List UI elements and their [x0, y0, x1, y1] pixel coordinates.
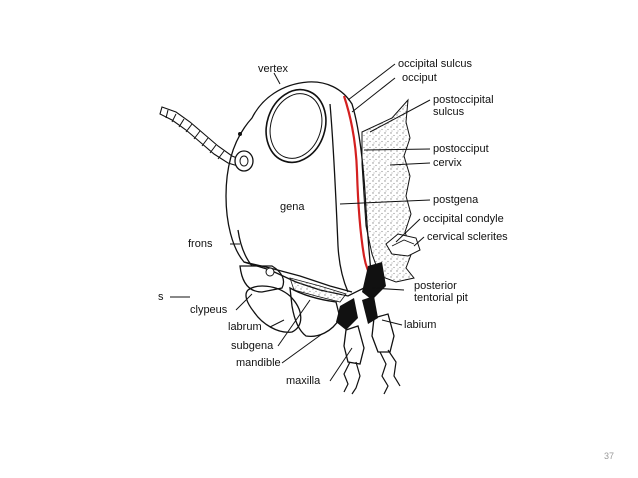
- head-capsule: [225, 81, 373, 297]
- label-occipital-condyle: occipital condyle: [423, 213, 504, 225]
- label-sulcus: sulcus: [433, 106, 465, 118]
- label-postgena: postgena: [433, 194, 479, 206]
- tentorial-dark-2: [336, 298, 358, 330]
- labrum-shape: [245, 285, 302, 333]
- label-postocciput: postocciput: [433, 143, 489, 155]
- label-occiput: occiput: [402, 72, 437, 84]
- antennal-socket-inner: [239, 155, 249, 167]
- frontal-suture: [237, 229, 253, 267]
- cervical-sclerite-inner: [391, 239, 415, 247]
- leader-lines: [170, 63, 431, 382]
- label-labium: labium: [404, 319, 436, 331]
- label-tentorial-pit: tentorial pit: [414, 292, 468, 304]
- tentorial-dark-3: [362, 296, 378, 324]
- label-vertex: vertex: [258, 63, 288, 75]
- label-labrum: labrum: [228, 321, 262, 333]
- postgenal-sulcus: [329, 103, 349, 293]
- label-frons: frons: [188, 238, 213, 250]
- clypeus-shape: [239, 265, 285, 293]
- label-gena: gena: [280, 201, 305, 213]
- label-cervix: cervix: [433, 157, 462, 169]
- label-maxilla: maxilla: [286, 375, 321, 387]
- label-subgena: subgena: [231, 340, 274, 352]
- compound-eye-outer: [265, 88, 327, 164]
- subgena-region: [289, 277, 347, 303]
- antennal-socket: [234, 150, 254, 172]
- label-cutoff: s: [158, 291, 164, 303]
- label-mandible: mandible: [236, 357, 281, 369]
- maxilla-shape: [343, 325, 365, 365]
- antenna: [159, 106, 243, 167]
- antenna-segments: [165, 109, 225, 160]
- clypeal-knob: [265, 267, 275, 277]
- maxillary-palp: [343, 361, 361, 395]
- label-postoccipital: postoccipital: [433, 94, 494, 106]
- label-posterior: posterior: [414, 280, 457, 292]
- label-clypeus: clypeus: [190, 304, 228, 316]
- ocellus: [238, 132, 242, 136]
- labial-palp: [379, 349, 401, 395]
- label-occipital-sulcus: occipital sulcus: [398, 58, 472, 70]
- compound-eye-inner: [269, 93, 323, 159]
- label-cervical-sclerites: cervical sclerites: [427, 231, 508, 243]
- diagram-labels: vertex occipital sulcus occiput postocci…: [158, 58, 508, 387]
- labium-shape: [371, 313, 395, 353]
- cervical-sclerite-shape: [385, 233, 421, 257]
- slide-number: 37: [603, 451, 614, 461]
- tentorial-dark-1: [362, 262, 386, 300]
